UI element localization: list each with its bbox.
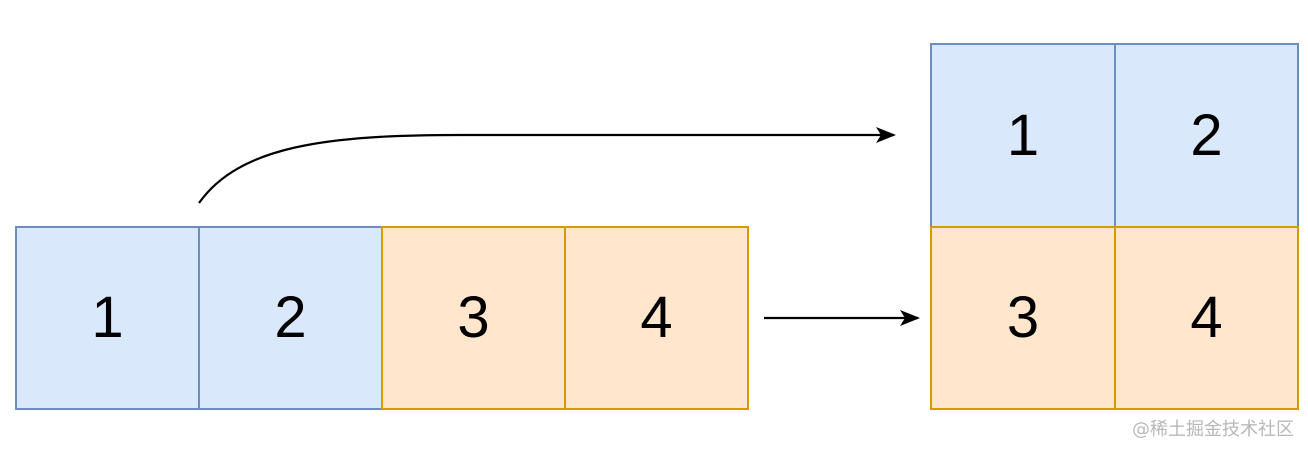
watermark-text: @稀土掘金技术社区 [1132,419,1294,440]
row-cell-1: 1 [15,226,200,410]
grid-cell-1: 1 [930,43,1116,228]
row-cell-4: 4 [564,226,749,410]
grid-cell-3: 3 [930,226,1116,410]
grid-cell-4: 4 [1114,226,1299,410]
row-cell-3: 3 [381,226,566,410]
grid-cell-2: 2 [1114,43,1299,228]
curved-arrow [198,127,896,204]
row-cell-2: 2 [198,226,383,410]
